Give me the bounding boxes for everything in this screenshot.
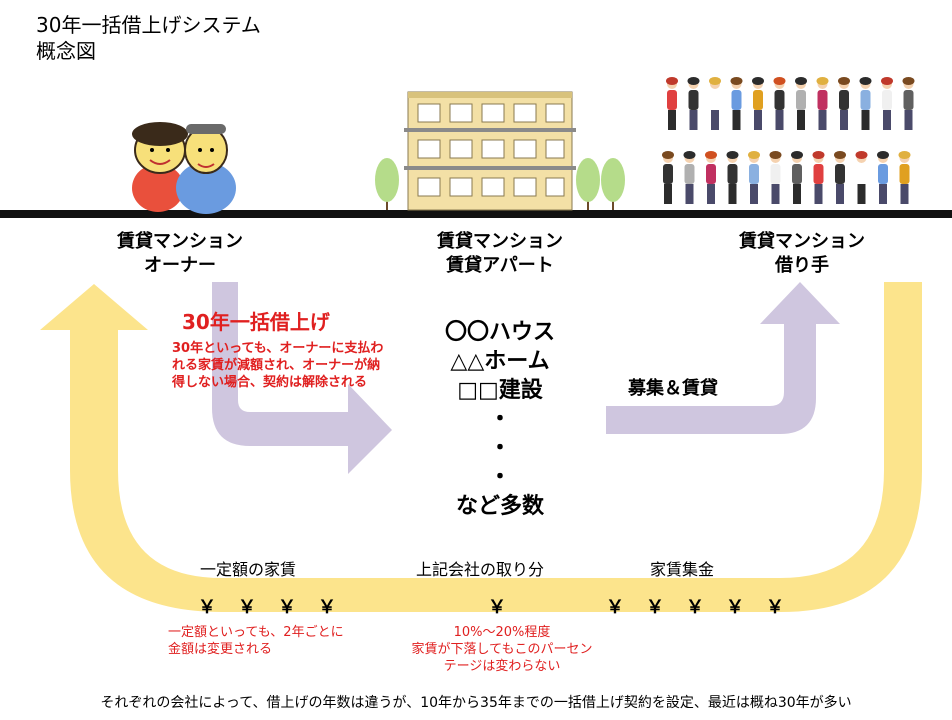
tenant-figure [726, 151, 739, 204]
tenant-figure [795, 77, 807, 130]
tenant-figure [834, 151, 846, 204]
tenant-figure [709, 77, 721, 130]
tenant-figure [666, 77, 678, 130]
yellow-rent-flow-arrow [40, 282, 922, 612]
tenant-figure [816, 77, 829, 130]
tenant-figure [898, 151, 911, 204]
master-lease-note: 30年といっても、オーナーに支払われる家賃が減額され、オーナーが納得しない場合、… [172, 341, 384, 390]
tenant-figure [859, 77, 872, 130]
apartment-building-illustration [404, 91, 576, 211]
yen-icon: ￥ [726, 597, 744, 618]
yen-icon: ￥ [606, 597, 624, 618]
master-lease-heading: 30年一括借上げ [182, 310, 330, 334]
yen-icon: ￥ [318, 597, 336, 618]
tenant-figure [662, 151, 674, 204]
tenant-figure [838, 77, 850, 130]
purple-lease-arrow [212, 282, 392, 474]
tree-right-1 [576, 158, 600, 210]
tenant-figure [752, 77, 764, 130]
recruit-rent-label: 募集＆賃貸 [628, 378, 718, 399]
yen-icon: ￥ [646, 597, 664, 618]
yen-icon: ￥ [278, 597, 296, 618]
company-share-label: 上記会社の取り分 [416, 560, 545, 579]
ground-line [0, 210, 952, 218]
yen-icon: ￥ [488, 597, 506, 618]
companies-list: 〇〇ハウス △△ホーム □□建設 ・ ・ ・ など多数 [444, 320, 555, 519]
tenant-label: 賃貸マンション 借り手 [739, 231, 865, 276]
tenant-figure [769, 151, 782, 204]
yen-icon: ￥ [686, 597, 704, 618]
tenant-figure [773, 77, 786, 130]
fixed-rent-note: 一定額といっても、2年ごとに 金額は変更される [168, 625, 344, 657]
purple-recruit-arrow [606, 282, 840, 434]
owner-couple-illustration [132, 122, 236, 214]
tenant-figure [877, 151, 889, 204]
tenant-figure [687, 77, 700, 130]
footer-note: それぞれの会社によって、借上げの年数は違うが、10年から35年までの一括借上げ契… [100, 695, 852, 711]
tenant-figure [730, 77, 743, 130]
fixed-rent-label: 一定額の家賃 [200, 560, 297, 579]
yen-icon: ￥ [198, 597, 216, 618]
yen-icon: ￥ [766, 597, 784, 618]
tenant-figure [855, 151, 868, 204]
rent-collection-label: 家賃集金 [650, 560, 715, 579]
tenant-figure [705, 151, 717, 204]
tree-right-2 [601, 158, 625, 210]
property-label: 賃貸マンション 賃貸アパート [437, 231, 563, 276]
tenant-figure [902, 77, 915, 130]
tenant-figure [683, 151, 696, 204]
tenant-figure [812, 151, 825, 204]
tenant-figure [791, 151, 803, 204]
tenant-figure [881, 77, 893, 130]
tree-left [375, 158, 399, 210]
company-share-note: 10%～20%程度 家賃が下落してもこのパーセン テージは変わらない [411, 625, 593, 674]
tenants-crowd-illustration [662, 77, 915, 204]
yen-icon: ￥ [238, 597, 256, 618]
owner-label: 賃貸マンション オーナー [117, 231, 243, 276]
diagram-title: 30年一括借上げシステム 概念図 [36, 13, 261, 63]
tenant-figure [748, 151, 760, 204]
